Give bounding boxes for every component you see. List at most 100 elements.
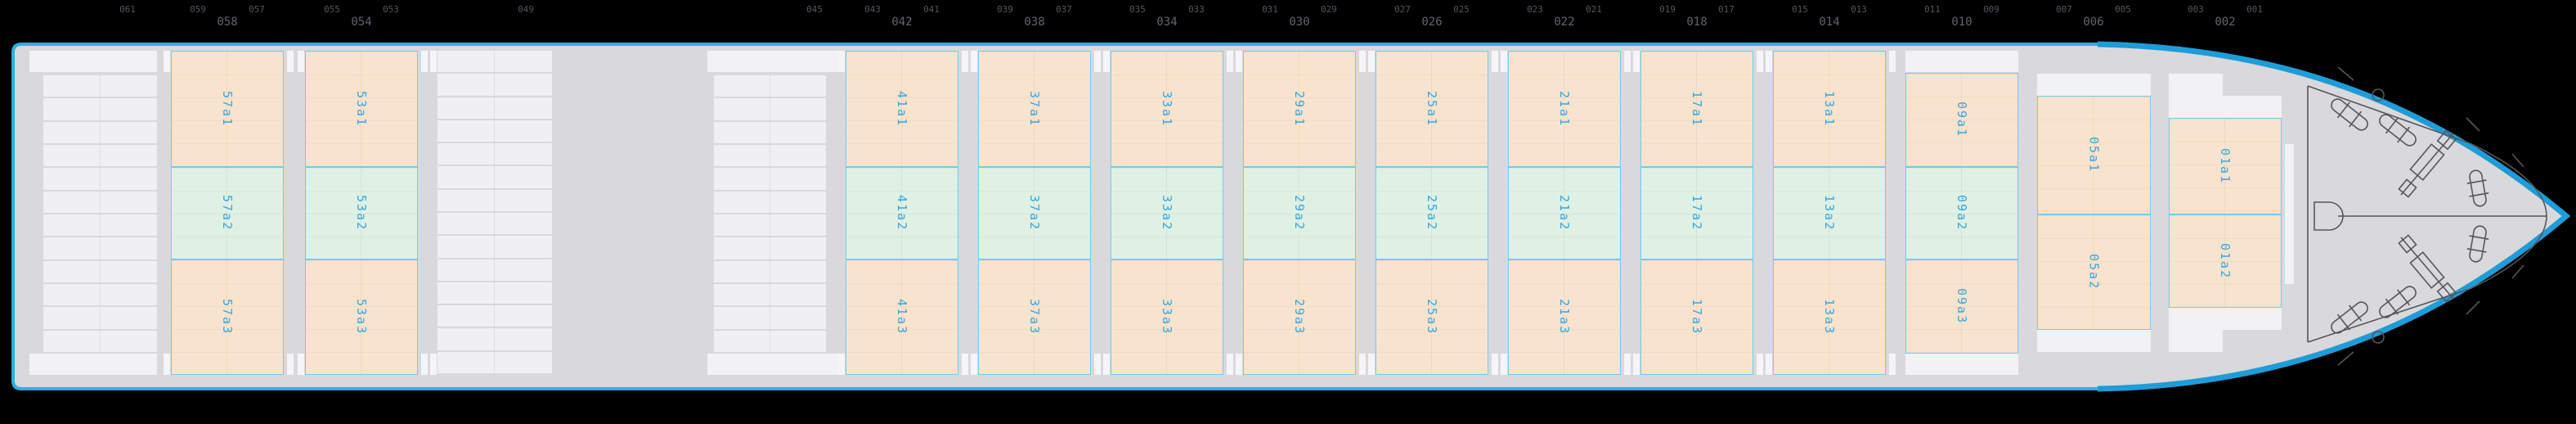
bay-026-section-25a2[interactable]: 25a2 [1376, 167, 1488, 259]
bay-022-section-21a1[interactable]: 21a1 [1508, 51, 1621, 167]
bay-030-section-29a3[interactable]: 29a3 [1243, 259, 1356, 375]
ruler-tick-odd: 013 [1851, 4, 1867, 15]
container-slot-row[interactable] [438, 328, 552, 350]
bay-026-section-25a3[interactable]: 25a3 [1376, 259, 1488, 375]
container-slot-row[interactable] [438, 51, 552, 73]
container-slot-row[interactable] [43, 98, 157, 120]
bay-010-section-09a2[interactable]: 09a2 [1905, 167, 2018, 259]
container-slot-row[interactable] [438, 120, 552, 142]
bay-section-label: 01a2 [2218, 242, 2233, 280]
container-slot-row[interactable] [438, 351, 552, 374]
container-slot-row[interactable] [714, 214, 826, 237]
bay-058-section-57a2[interactable]: 57a2 [171, 167, 284, 259]
bay-014-section-13a2[interactable]: 13a2 [1773, 167, 1886, 259]
container-slot-row[interactable] [438, 166, 552, 188]
ruler-tick-odd: 011 [1924, 4, 1941, 15]
container-slot-row[interactable] [714, 307, 826, 329]
bay-058-section-57a1[interactable]: 57a1 [171, 51, 284, 167]
bay-section-label: 57a2 [220, 195, 235, 232]
bay-018-section-17a3[interactable]: 17a3 [1640, 259, 1753, 375]
bay-section-label: 05a1 [2086, 137, 2102, 174]
container-slot-row[interactable] [43, 260, 157, 283]
bay-002-section-01a1[interactable]: 01a1 [2169, 118, 2282, 214]
bay-042-section-41a1[interactable]: 41a1 [846, 51, 958, 167]
bay-006-section-05a2[interactable]: 05a2 [2037, 214, 2151, 330]
hatch-gap-strip [1094, 51, 1101, 72]
container-slot-row[interactable] [438, 74, 552, 96]
container-slot-row[interactable] [43, 284, 157, 306]
container-slot-row[interactable] [438, 305, 552, 327]
container-slot-row[interactable] [714, 75, 826, 97]
container-slot-row[interactable] [714, 145, 826, 167]
bay-section-label: 33a2 [1160, 195, 1174, 232]
bay-002-hatch-cap [2169, 96, 2282, 118]
bay-section-label: 21a1 [1557, 90, 1572, 128]
bay-042-section-41a3[interactable]: 41a3 [846, 259, 958, 375]
container-slot-row[interactable] [714, 284, 826, 306]
container-slot-row[interactable] [438, 236, 552, 258]
container-slot-row[interactable] [714, 237, 826, 259]
container-slot-row[interactable] [43, 237, 157, 259]
bay-section-label: 09a2 [1954, 195, 1969, 232]
ruler-tick-even: 042 [891, 16, 913, 29]
bay-038-section-37a3[interactable]: 37a3 [978, 259, 1091, 375]
bay-022-section-21a3[interactable]: 21a3 [1508, 259, 1621, 375]
container-slot-row[interactable] [43, 191, 157, 214]
container-slot-row[interactable] [438, 259, 552, 282]
bay-010-section-09a3[interactable]: 09a3 [1905, 259, 2018, 354]
bay-section-label: 13a2 [1822, 195, 1837, 232]
hatch-gap-strip [298, 354, 304, 375]
container-slot-row[interactable] [43, 145, 157, 167]
container-slot-row[interactable] [43, 214, 157, 237]
bay-034-section-33a1[interactable]: 33a1 [1111, 51, 1223, 167]
ruler-tick-odd: 041 [923, 4, 940, 15]
bay-section-label: 53a2 [354, 195, 369, 232]
container-slot-row[interactable] [714, 191, 826, 214]
bay-022-section-21a2[interactable]: 21a2 [1508, 167, 1621, 259]
container-slot-row[interactable] [43, 330, 157, 353]
container-slot-row[interactable] [43, 121, 157, 144]
container-slot-row[interactable] [43, 307, 157, 329]
bay-038-section-37a1[interactable]: 37a1 [978, 51, 1091, 167]
ruler-tick-odd: 009 [1983, 4, 1999, 15]
container-slot-row[interactable] [438, 143, 552, 165]
container-slot-row[interactable] [714, 168, 826, 190]
ruler-tick-odd: 055 [324, 4, 340, 15]
bay-054-section-53a2[interactable]: 53a2 [305, 167, 418, 259]
container-slot-row[interactable] [438, 282, 552, 304]
bay-026-section-25a1[interactable]: 25a1 [1376, 51, 1488, 167]
hatch-gap-strip [1368, 354, 1375, 375]
container-slot-row[interactable] [438, 189, 552, 212]
hatch-gap-strip [287, 354, 294, 375]
container-slot-row[interactable] [43, 75, 157, 97]
bay-002-hatch-cap [2169, 308, 2282, 330]
bay-014-section-13a1[interactable]: 13a1 [1773, 51, 1886, 167]
bay-034-section-33a2[interactable]: 33a2 [1111, 167, 1223, 259]
container-slot-row[interactable] [714, 330, 826, 353]
bay-006-section-05a1[interactable]: 05a1 [2037, 96, 2151, 214]
bay-010-section-09a1[interactable]: 09a1 [1905, 73, 2018, 167]
bay-014-section-13a3[interactable]: 13a3 [1773, 259, 1886, 375]
bay-038-section-37a2[interactable]: 37a2 [978, 167, 1091, 259]
container-slot-row[interactable] [714, 98, 826, 120]
bay-030-section-29a2[interactable]: 29a2 [1243, 167, 1356, 259]
bay-030-section-29a1[interactable]: 29a1 [1243, 51, 1356, 167]
container-slot-row[interactable] [714, 121, 826, 144]
container-slot-row[interactable] [438, 97, 552, 120]
bay-042-section-41a2[interactable]: 41a2 [846, 167, 958, 259]
container-slot-row[interactable] [438, 213, 552, 235]
hatch-gap-strip [1633, 51, 1640, 72]
bay-002-section-01a2[interactable]: 01a2 [2169, 214, 2282, 308]
bay-002-hatch-cap [2169, 74, 2223, 96]
container-slot-row[interactable] [43, 168, 157, 190]
container-slot-row[interactable] [714, 260, 826, 283]
bay-058-section-57a3[interactable]: 57a3 [171, 259, 284, 375]
bay-054-section-53a1[interactable]: 53a1 [305, 51, 418, 167]
bay-018-section-17a1[interactable]: 17a1 [1640, 51, 1753, 167]
bay-034-section-33a3[interactable]: 33a3 [1111, 259, 1223, 375]
bay-018-section-17a2[interactable]: 17a2 [1640, 167, 1753, 259]
bay-054-section-53a3[interactable]: 53a3 [305, 259, 418, 375]
bay-section-label: 17a2 [1690, 195, 1704, 232]
